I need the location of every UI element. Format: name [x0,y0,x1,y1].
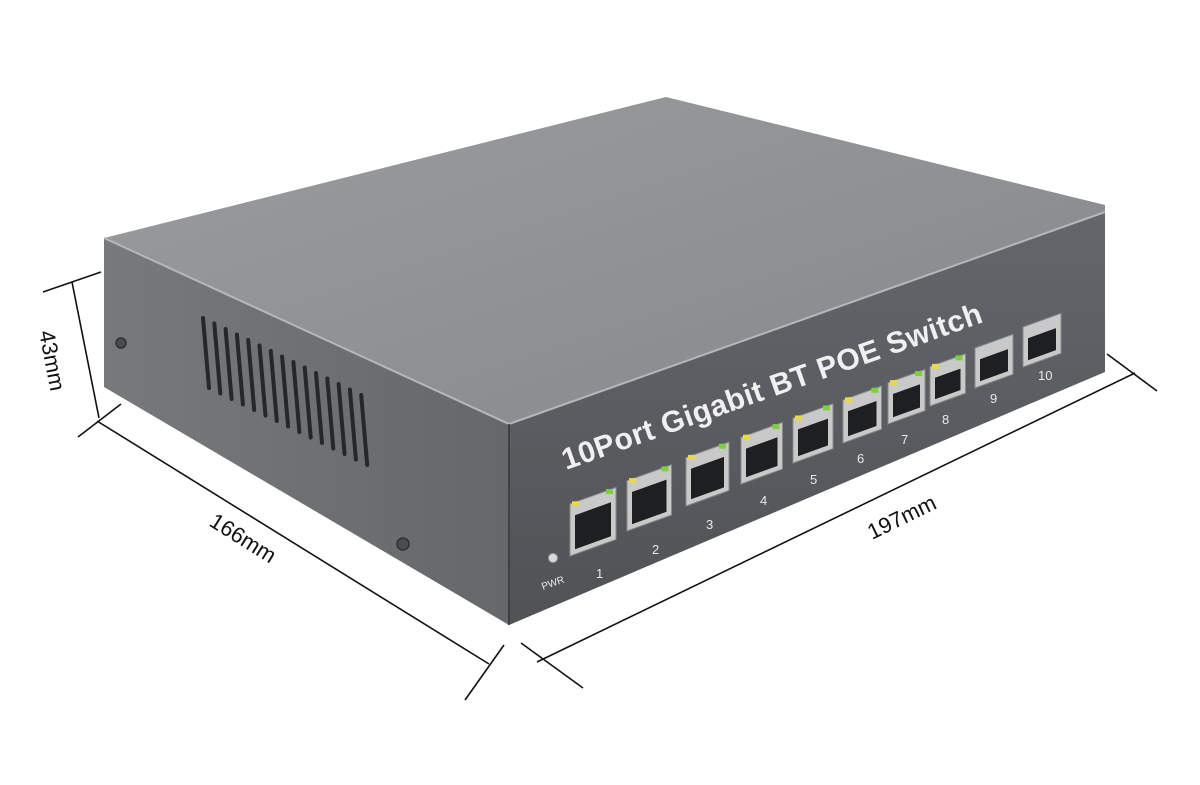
link-led-icon [688,454,695,460]
depth-dimension-tick [464,644,505,701]
vent-slot [291,360,302,434]
port-number-label: 3 [706,517,713,532]
poe-led-icon [871,387,879,393]
side-screws [115,337,410,551]
poe-led-icon [915,371,922,377]
vent-slot [314,371,324,445]
vent-slot [359,393,370,467]
link-led-icon [932,363,939,369]
link-led-icon [795,415,802,421]
port-number-label: 10 [1038,368,1052,383]
port-number-label: 6 [857,451,864,466]
screw-icon [115,337,127,349]
poe-led-icon [772,424,780,430]
port-opening [893,384,920,418]
port-number-label: 4 [760,493,767,508]
link-led-icon [572,501,579,507]
width-dimension-tick [1106,353,1158,392]
poe-led-icon [661,466,669,472]
rj45-port-6 [842,385,882,444]
vent-slot [246,338,257,412]
vent-slot [280,354,291,429]
port-opening [1028,328,1056,361]
depth-dimension-line [96,420,490,665]
rj45-port-4 [740,421,783,485]
vent-slot [347,387,358,462]
depth-dimension-label: 166mm [205,508,280,568]
vent-slot [336,382,347,456]
vent-slot [212,321,223,396]
height-dimension-tick [42,271,102,293]
rj45-port-array: 1 2 3 4 5 6 7 8 9 10 [569,312,1062,581]
power-led-icon [548,553,558,563]
rj45-port-3 [685,441,730,507]
width-dimension-tick [520,642,584,689]
link-led-icon [743,434,750,440]
vent-slot [257,343,268,418]
height-dimension-line [71,281,100,419]
port-number-label: 2 [652,542,659,557]
poe-led-icon [955,355,963,361]
rj45-port-2 [626,464,672,532]
rj45-port-5 [792,403,834,464]
width-dimension-line [536,372,1136,663]
port-number-label: 1 [596,566,603,581]
port-opening [935,368,961,400]
poe-led-icon [823,405,830,411]
port-opening [632,479,667,525]
poe-led-icon [719,443,726,449]
rj45-port-8 [929,353,966,407]
vent-slot [223,327,234,401]
port-number-label: 9 [990,391,997,406]
port-number-label: 8 [942,412,949,427]
link-led-icon [845,397,852,403]
vent-slot [201,316,211,390]
port-opening [980,349,1008,382]
port-opening [691,456,724,500]
vent-slot [325,376,336,451]
poe-led-icon [606,489,613,495]
height-dimension-tick [77,403,122,438]
rj45-port-1 [569,486,617,557]
rj45-port-9 [974,333,1014,389]
port-opening [575,502,611,550]
vent-slot [268,349,279,423]
port-opening [848,400,877,437]
switch-top-panel [104,97,1105,434]
rj45-port-7 [887,368,926,425]
port-opening [746,437,778,478]
link-led-icon [629,478,636,484]
dimension-annotations [42,271,1158,701]
ventilation-slots [201,316,370,467]
vent-slot [234,332,245,407]
screw-icon [396,537,410,551]
link-led-icon [890,380,897,386]
height-dimension-label: 43mm [34,328,70,393]
port-number-label: 5 [810,472,817,487]
vent-slot [302,365,313,440]
port-opening [798,418,828,457]
rj45-port-10 [1022,312,1062,368]
port-number-label: 7 [901,432,908,447]
